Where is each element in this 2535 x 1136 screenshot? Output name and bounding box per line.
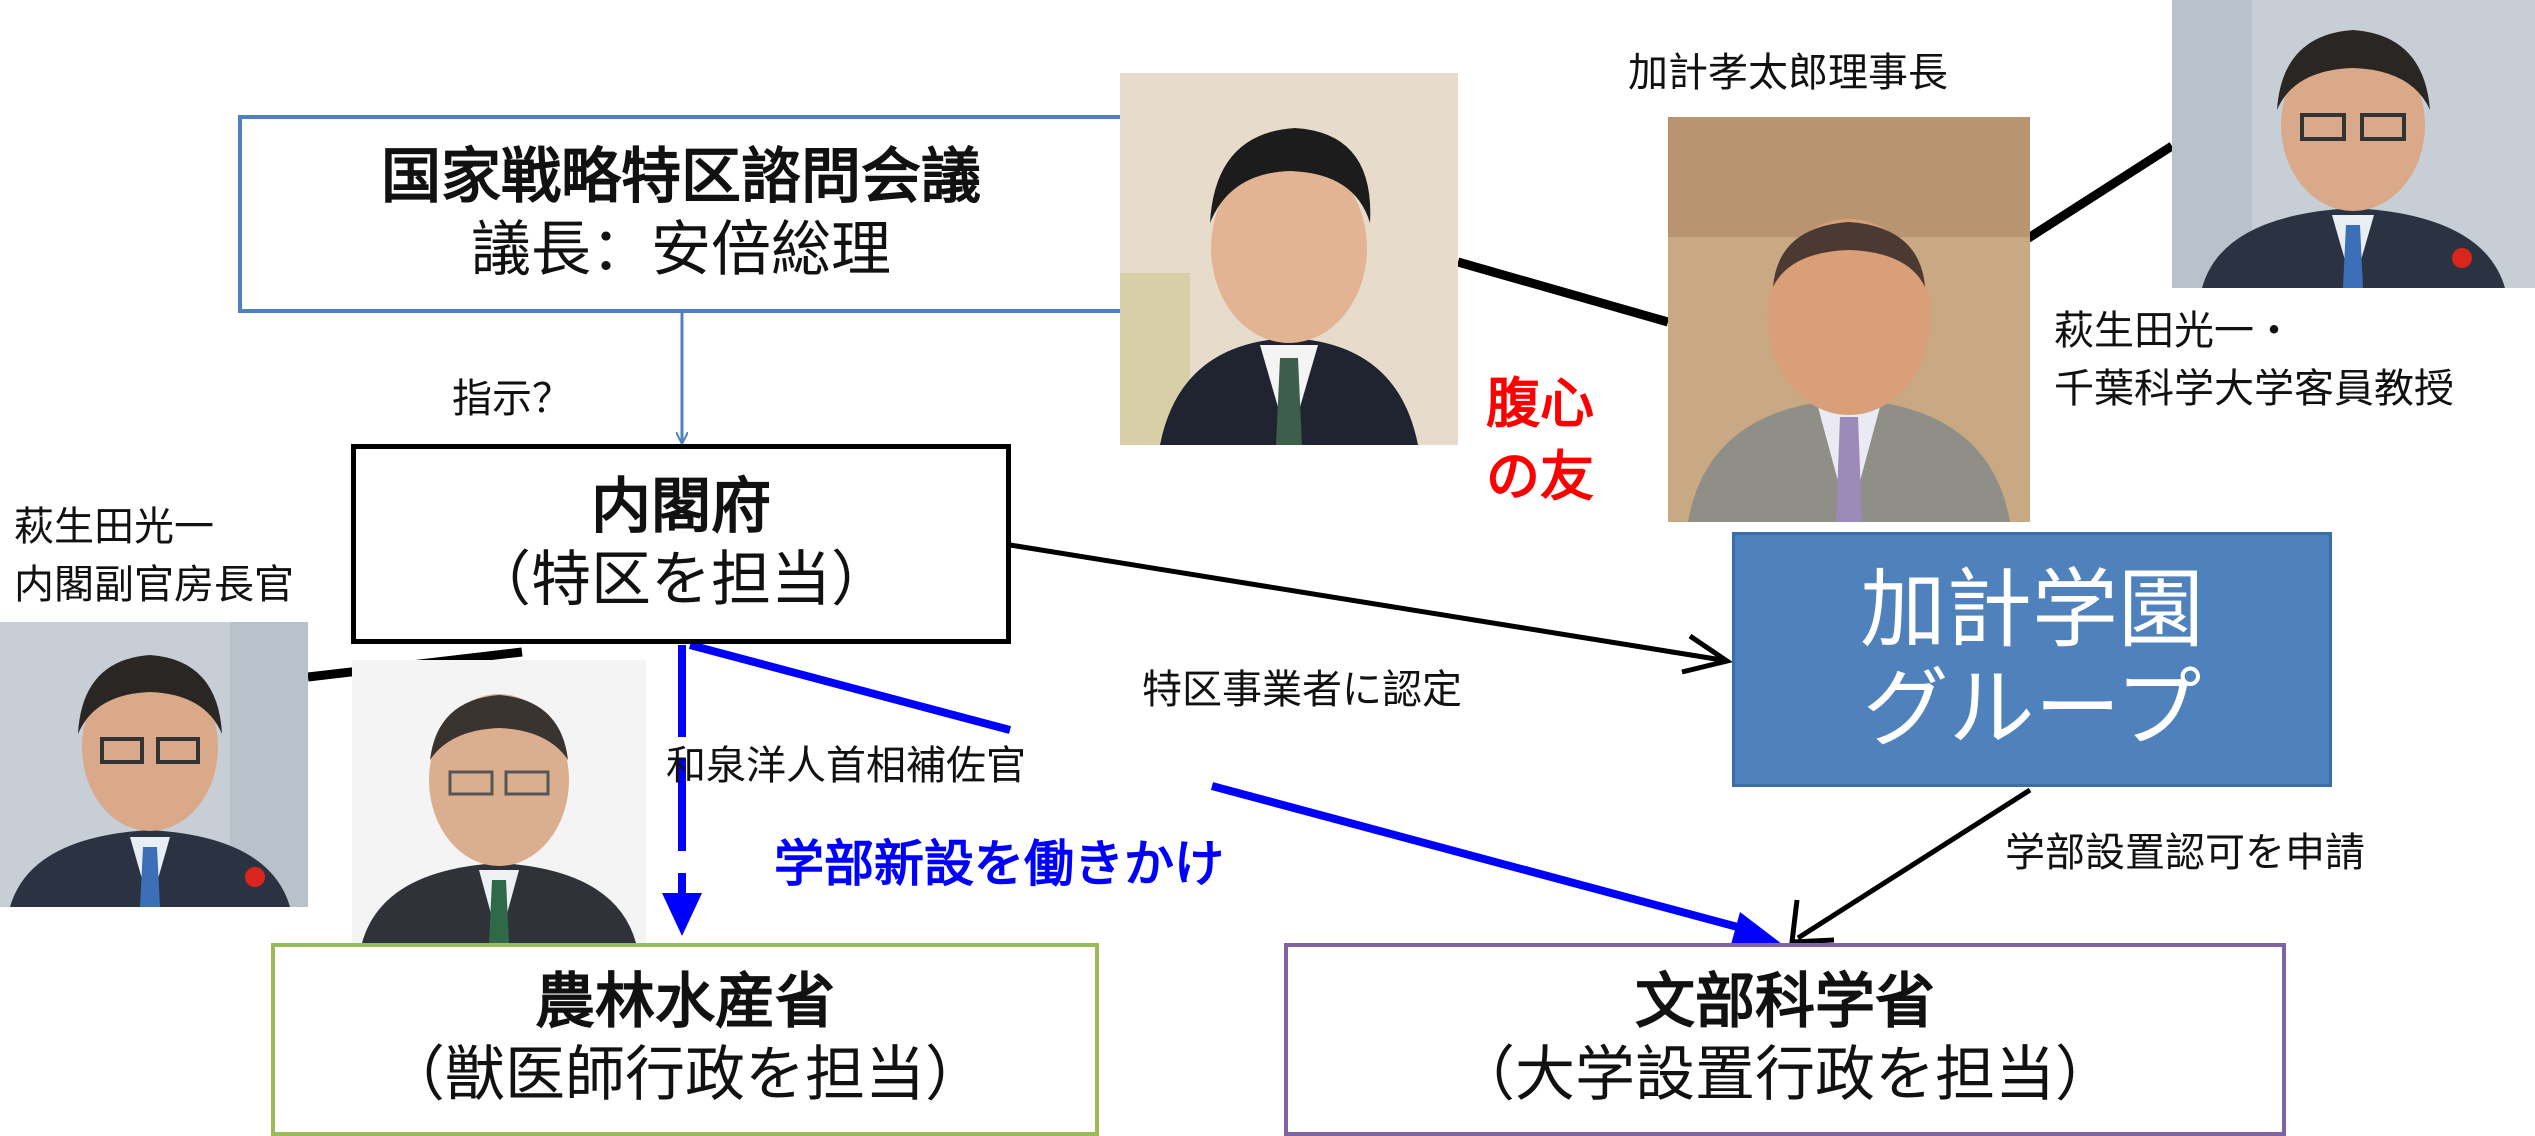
designation-label: 特区事業者に認定 (1142, 667, 1462, 713)
cabinet-to-kake-arrow (1009, 542, 1723, 663)
hagiuda-left-photo (0, 622, 308, 907)
izumi-caption: 和泉洋人首相補佐官 (666, 743, 1026, 789)
cabinet-office-title: 内閣府 (591, 471, 771, 542)
hagiuda-right-name: 萩生田光一・ (2054, 308, 2294, 354)
hagiuda-right-title: 千葉科学大学客員教授 (2054, 366, 2454, 412)
maff-role: （獣医師行政を担当） (385, 1040, 985, 1110)
pressure-label: 学部新設を働きかけ (774, 835, 1224, 893)
council-chair: 議長：安倍総理 (471, 214, 891, 285)
hagiuda-right-photo (2172, 0, 2535, 288)
hagiuda-right-caption: 萩生田光一・ 千葉科学大学客員教授 (2054, 302, 2454, 418)
kake-gakuen-box: 加計学園 グループ (1732, 532, 2332, 787)
abe-photo (1120, 73, 1458, 445)
hagiuda-left-caption: 萩生田光一 内閣副官房長官 (14, 498, 294, 614)
instruction-label: 指示？ (452, 376, 572, 422)
cabinet-office-box: 内閣府 （特区を担当） (351, 444, 1011, 644)
abe-kake-connector (1456, 257, 1670, 327)
council-title: 国家戦略特区諮問会議 (381, 141, 981, 212)
kake-photo (1668, 117, 2030, 522)
cabinet-to-mext-arrow (688, 641, 1012, 734)
kake-hagiuda-connector (2013, 142, 2175, 250)
maff-box: 農林水産省 （獣医師行政を担当） (271, 943, 1099, 1136)
kake-to-mext-arrow (1796, 787, 2032, 941)
kake-chairman-caption: 加計孝太郎理事長 (1628, 50, 1948, 96)
mext-box: 文部科学省 （大学設置行政を担当） (1284, 943, 2286, 1136)
cabinet-office-role: （特区を担当） (471, 544, 891, 615)
close-friend-line2: の友 (1486, 444, 1594, 508)
close-friend-label: 腹心 の友 (1486, 368, 1594, 514)
application-label: 学部設置認可を申請 (2005, 830, 2365, 876)
izumi-photo (352, 660, 646, 943)
mext-role: （大学設置行政を担当） (1455, 1040, 2115, 1110)
close-friend-line1: 腹心 (1486, 372, 1594, 435)
kake-gakuen-line2: グループ (1862, 658, 2202, 759)
maff-title: 農林水産省 (535, 967, 835, 1037)
hagiuda-left-name: 萩生田光一 (14, 504, 214, 550)
kake-gakuen-line1: 加計学園 (1860, 559, 2204, 660)
hagiuda-left-title: 内閣副官房長官 (14, 562, 294, 608)
council-box: 国家戦略特区諮問会議 議長：安倍総理 (238, 115, 1124, 313)
mext-title: 文部科学省 (1635, 967, 1935, 1037)
